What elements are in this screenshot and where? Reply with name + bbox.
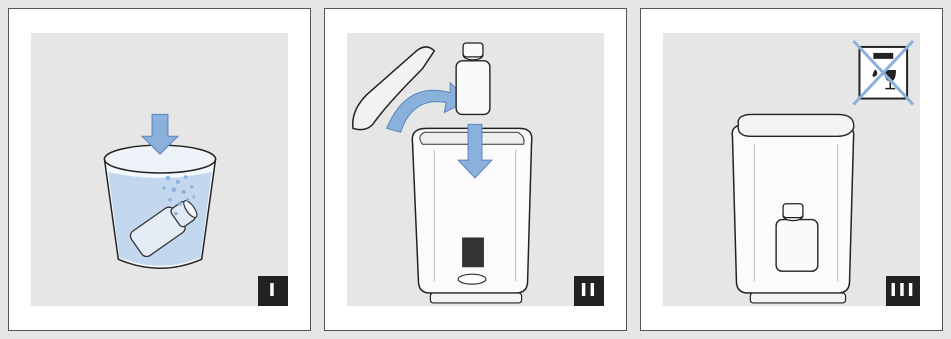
step-panel-3: III: [640, 8, 943, 331]
water-filter-icon: [129, 200, 198, 258]
down-arrow-icon: [140, 113, 180, 155]
water-tank-icon: [411, 127, 533, 304]
water-filter-icon: [775, 203, 819, 272]
water-glass-icon: [103, 113, 217, 269]
step-number-badge: II: [574, 276, 604, 306]
tank-lid-icon: [351, 46, 436, 131]
step-panel-1: I: [8, 8, 311, 331]
step-panel-3-illustration: III: [663, 33, 920, 306]
no-dishwasher-icon: [852, 39, 915, 106]
step-number-badge: I: [258, 276, 288, 306]
step-panel-2-illustration: II: [347, 33, 604, 306]
step-number-badge: III: [885, 276, 920, 306]
down-arrow-icon: [456, 123, 494, 179]
bubbles-icon: [162, 175, 196, 216]
step-panel-1-illustration: I: [31, 33, 288, 306]
water-filter-icon: [455, 42, 491, 116]
step-panel-2: II: [324, 8, 627, 331]
